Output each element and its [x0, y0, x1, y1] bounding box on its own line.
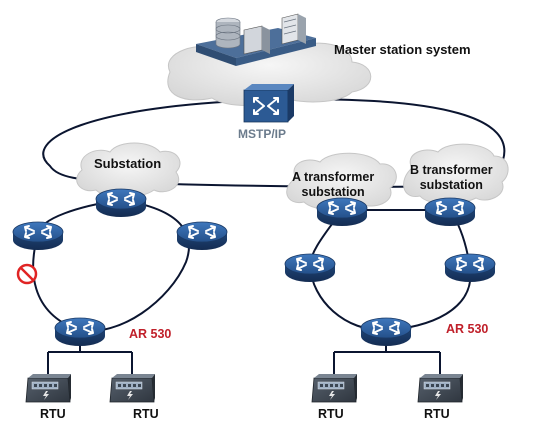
- b-transformer-label-line1: B transformer: [410, 163, 493, 177]
- rtu-label: RTU: [318, 407, 344, 421]
- rtu-device-icon: [417, 373, 463, 403]
- substation-cloud: [76, 142, 181, 198]
- mstp-switch-icon: [243, 84, 294, 123]
- ring-router-b-icon: [444, 253, 496, 283]
- ar530-left-router-icon: [54, 317, 106, 347]
- ar530-left-label: AR 530: [129, 327, 172, 341]
- a-transformer-label-line2: substation: [301, 185, 365, 199]
- no-entry-icon: [16, 263, 38, 285]
- rtu-device-icon: [109, 373, 155, 403]
- b-transformer-cloud: [403, 143, 509, 205]
- a-transformer-cloud: [286, 152, 397, 211]
- rtu-label: RTU: [40, 407, 66, 421]
- a-transformer-router-icon: [316, 197, 368, 227]
- ar530-right-router-icon: [360, 317, 412, 347]
- left-ring: [32, 198, 190, 333]
- ring-router-left-icon: [12, 221, 64, 251]
- rtu-label: RTU: [424, 407, 450, 421]
- ar530-right-label: AR 530: [446, 322, 489, 336]
- disk-array-icon: [215, 17, 241, 49]
- rtu-label: RTU: [133, 407, 159, 421]
- rtu-devices: [25, 373, 463, 403]
- mstp-ip-label: MSTP/IP: [238, 127, 287, 141]
- substation-label: Substation: [94, 156, 162, 171]
- master-station-label: Master station system: [334, 42, 471, 57]
- ring-router-right-icon: [176, 221, 228, 251]
- rtu-device-icon: [25, 373, 71, 403]
- server-rack-icon: [243, 13, 306, 55]
- rtu-device-icon: [311, 373, 357, 403]
- routers: [12, 188, 496, 347]
- substation-router-icon: [95, 188, 147, 218]
- ring-router-a-icon: [284, 253, 336, 283]
- a-transformer-label-line1: A transformer: [292, 170, 375, 184]
- a-transformer-label: A transformer substation: [292, 170, 374, 200]
- b-transformer-label: B transformer substation: [410, 163, 493, 193]
- master-station-servers-icon: [196, 13, 316, 66]
- b-transformer-label-line2: substation: [419, 178, 483, 192]
- b-transformer-router-icon: [424, 197, 476, 227]
